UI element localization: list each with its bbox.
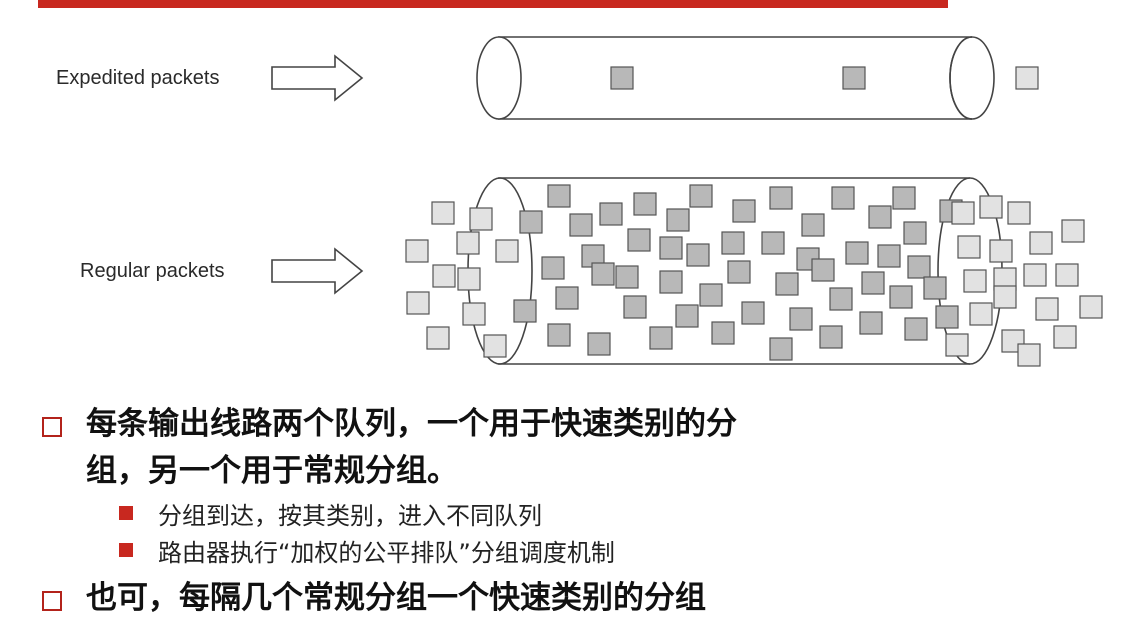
packet-square [935, 305, 959, 329]
packet-square [979, 195, 1003, 219]
packet-square [1079, 295, 1103, 319]
packet-square [727, 260, 751, 284]
packet-square [456, 231, 480, 255]
packet-square [1061, 219, 1085, 243]
sub-bullet-1: 分组到达，按其类别，进入不同队列 [158, 502, 542, 530]
packet-square [633, 192, 657, 216]
regular-packets-label: Regular packets [80, 260, 225, 282]
packet-square [877, 244, 901, 268]
packet-square [615, 265, 639, 289]
packet-square [610, 66, 634, 90]
packet-square [945, 333, 969, 357]
packet-square [547, 184, 571, 208]
packet-square [789, 307, 813, 331]
bullet-1-line-1: 每条输出线路两个队列，一个用于快速类别的分 [86, 406, 737, 442]
packet-square [1053, 325, 1077, 349]
queue-diagram: Expedited packets Regular packets [56, 36, 1103, 367]
packet-square [432, 264, 456, 288]
packet-square [969, 302, 993, 326]
packet-square [1015, 66, 1039, 90]
regular-arrow-icon [271, 247, 364, 295]
packet-square [903, 221, 927, 245]
expedited-packets-label: Expedited packets [56, 67, 220, 89]
packet-square [666, 208, 690, 232]
packet-square [769, 186, 793, 210]
sub-bullet-square-icon [119, 506, 133, 520]
expedited-pipe [476, 36, 995, 120]
packet-square [1035, 297, 1059, 321]
packet-square [842, 66, 866, 90]
packet-square [957, 235, 981, 259]
packet-square [868, 205, 892, 229]
packet-square [923, 276, 947, 300]
packet-square [659, 236, 683, 260]
expedited-packets [610, 66, 1039, 90]
packet-square [659, 270, 683, 294]
packet-square [819, 325, 843, 349]
packet-square [951, 201, 975, 225]
packet-square [889, 285, 913, 309]
packet-square [587, 332, 611, 356]
packet-square [892, 186, 916, 210]
packet-square [431, 201, 455, 225]
packet-square [462, 302, 486, 326]
packet-square [761, 231, 785, 255]
packet-square [721, 231, 745, 255]
packet-square [675, 304, 699, 328]
bullet-1-line-2: 组，另一个用于常规分组。 [86, 453, 458, 489]
packet-square [907, 255, 931, 279]
bullet-box-icon [42, 591, 62, 611]
packet-square [775, 272, 799, 296]
packet-square [829, 287, 853, 311]
packet-square [519, 210, 543, 234]
expedited-arrow-icon [271, 54, 364, 102]
packet-square [963, 269, 987, 293]
packet-square [859, 311, 883, 335]
packet-square [623, 295, 647, 319]
packet-square [711, 321, 735, 345]
packet-square [904, 317, 928, 341]
pipe-diagram-svg [271, 36, 1103, 367]
bullet-box-icon [42, 417, 62, 437]
sub-bullet-2: 路由器执行“加权的公平排队”分组调度机制 [158, 539, 615, 567]
packet-square [989, 239, 1013, 263]
packet-square [599, 202, 623, 226]
regular-packets [405, 184, 1103, 367]
packet-square [649, 326, 673, 350]
bullet-2-line-1: 也可，每隔几个常规分组一个快速类别的分组 [86, 580, 706, 616]
sub-bullet-square-icon [119, 543, 133, 557]
packet-square [457, 267, 481, 291]
packet-square [1055, 263, 1079, 287]
packet-square [1023, 263, 1047, 287]
packet-square [741, 301, 765, 325]
packet-square [426, 326, 450, 350]
packet-square [541, 256, 565, 280]
packet-square [1029, 231, 1053, 255]
packet-square [845, 241, 869, 265]
packet-square [993, 285, 1017, 309]
packet-square [732, 199, 756, 223]
title-bar-accent [38, 0, 948, 8]
packet-square [555, 286, 579, 310]
packet-square [406, 291, 430, 315]
packet-square [689, 184, 713, 208]
packet-square [686, 243, 710, 267]
packet-square [769, 337, 793, 361]
packet-square [811, 258, 835, 282]
packet-square [831, 186, 855, 210]
packet-square [495, 239, 519, 263]
packet-square [483, 334, 507, 358]
packet-square [861, 271, 885, 295]
packet-square [513, 299, 537, 323]
packet-square [699, 283, 723, 307]
packet-square [547, 323, 571, 347]
packet-square [469, 207, 493, 231]
packet-square [591, 262, 615, 286]
packet-square [569, 213, 593, 237]
packet-square [1017, 343, 1041, 367]
packet-square [627, 228, 651, 252]
packet-square [405, 239, 429, 263]
packet-square [1007, 201, 1031, 225]
packet-square [801, 213, 825, 237]
